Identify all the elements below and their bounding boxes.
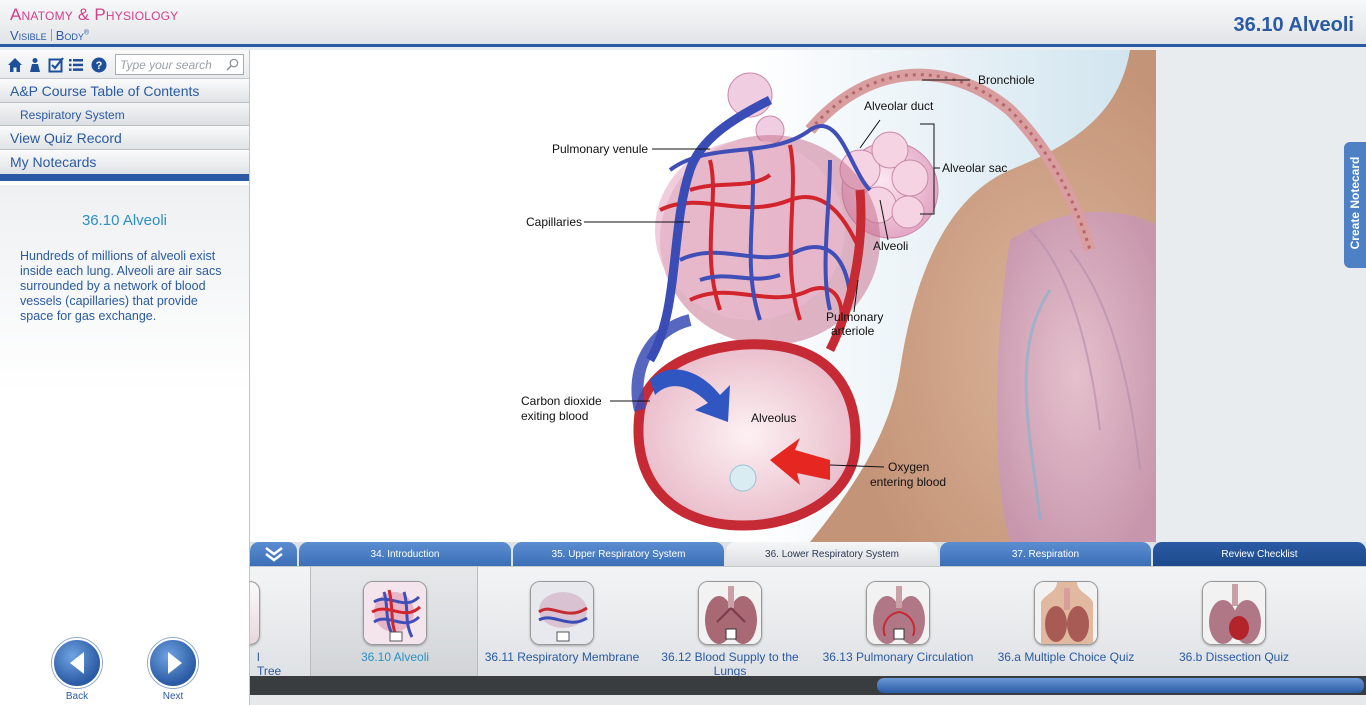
sidebar: ? Type your search A&P Course Table of C… [0, 50, 250, 705]
thumbnail-image [1202, 581, 1266, 645]
label-o2-1: Oxygen [888, 460, 929, 474]
search-placeholder: Type your search [120, 58, 212, 72]
svg-text:?: ? [96, 60, 103, 72]
label-pulmonary-arteriole-2: arteriole [831, 324, 875, 338]
sidebar-toolbar: ? Type your search [0, 50, 249, 79]
thumbnail-item[interactable]: 36.b Dissection Quiz [1150, 567, 1318, 677]
logo: Anatomy & Physiology [10, 5, 178, 25]
thumbnail-label: 36.11 Respiratory Membrane [484, 650, 640, 664]
thumbnail-image [1034, 581, 1098, 645]
tab-lower-respiratory[interactable]: 36. Lower Respiratory System [726, 542, 938, 566]
page-title: 36.10 Alveoli [1233, 14, 1354, 36]
thumbnail-image [363, 581, 427, 645]
home-icon[interactable] [7, 57, 23, 73]
logo-word-physiology: Physiology [94, 5, 179, 24]
person-icon[interactable] [27, 57, 43, 73]
thumbnail-image [250, 581, 260, 645]
thumbnail-item[interactable]: 36.a Multiple Choice Quiz [982, 567, 1150, 677]
app-header: Anatomy & Physiology Visible Body® 36.10 … [0, 0, 1366, 47]
next-button[interactable] [148, 638, 198, 688]
arrow-left-icon [70, 652, 84, 674]
back-label: Back [65, 691, 89, 702]
logo-word-anatomy: Anatomy [10, 5, 73, 24]
label-bronchiole: Bronchiole [978, 73, 1035, 87]
tab-upper-respiratory[interactable]: 35. Upper Respiratory System [513, 542, 724, 566]
thumbnail-item[interactable]: l Tree [250, 567, 310, 677]
thumbnail-strip: l Tree 36.10 Alveoli 36.11 Respiratory M… [250, 566, 1366, 678]
label-alveolar-sac: Alveolar sac [942, 161, 1007, 175]
thumbnail-scrollbar[interactable] [250, 676, 1366, 695]
back-button[interactable] [52, 638, 102, 688]
checkbox-icon[interactable] [48, 57, 64, 73]
thumbnail-image [530, 581, 594, 645]
thumbnail-item[interactable]: 36.11 Respiratory Membrane [478, 567, 646, 677]
help-icon[interactable]: ? [91, 57, 107, 73]
label-alveoli: Alveoli [873, 239, 908, 253]
bottom-padding [250, 695, 1366, 705]
thumbnail-item-selected[interactable]: 36.10 Alveoli [310, 567, 478, 677]
label-pulmonary-arteriole-1: Pulmonary [826, 310, 883, 324]
next-label: Next [162, 691, 184, 702]
collapse-toggle-button[interactable] [250, 542, 297, 566]
label-pulmonary-venule: Pulmonary venule [552, 142, 648, 156]
label-alveolus: Alveolus [751, 411, 796, 425]
nav-quiz-record[interactable]: View Quiz Record [0, 126, 249, 150]
search-input[interactable]: Type your search [115, 54, 244, 75]
tab-respiration[interactable]: 37. Respiration [940, 542, 1151, 566]
scrollbar-thumb[interactable] [877, 678, 1364, 693]
nav-notecards[interactable]: My Notecards [0, 150, 249, 174]
create-notecard-label: Create Notecard [1348, 156, 1362, 250]
label-co2-2: exiting blood [521, 409, 588, 423]
thumbnail-item[interactable]: 36.12 Blood Supply to the Lungs [646, 567, 814, 678]
description-text: Hundreds of millions of alveoli exist in… [20, 249, 222, 323]
nav-toc-respiratory[interactable]: Respiratory System [0, 103, 249, 126]
search-icon[interactable] [226, 58, 239, 71]
arrow-right-icon [168, 652, 182, 674]
logo-registered-mark: ® [83, 29, 90, 37]
thumbnail-image [866, 581, 930, 645]
list-icon[interactable] [68, 57, 84, 73]
thumbnail-label: 36.13 Pulmonary Circulation [822, 650, 974, 664]
thumbnail-label: 36.a Multiple Choice Quiz [997, 650, 1135, 664]
thumbnail-label: 36.12 Blood Supply to the Lungs [661, 650, 799, 678]
description-title: 36.10 Alveoli [81, 212, 168, 229]
thumbnail-label: l Tree [257, 650, 282, 677]
logo-subtitle: Visible Body® [10, 28, 89, 43]
label-alveolar-duct: Alveolar duct [864, 99, 934, 113]
alveoli-diagram: Bronchiole Alveolar duct Pulmonary venul… [250, 50, 1156, 542]
logo-word-visible: Visible [10, 28, 47, 43]
label-o2-2: entering blood [870, 475, 946, 489]
nav-toc[interactable]: A&P Course Table of Contents [0, 79, 249, 103]
description-panel: 36.10 Alveoli Hundreds of millions of al… [0, 185, 249, 705]
double-chevron-down-icon [265, 547, 283, 562]
thumbnail-item[interactable]: 36.13 Pulmonary Circulation [814, 567, 982, 677]
label-co2-1: Carbon dioxide [521, 394, 602, 408]
sidebar-divider [0, 174, 249, 181]
alveoli-illustration: Bronchiole Alveolar duct Pulmonary venul… [250, 50, 1156, 542]
thumbnail-label: 36.10 Alveoli [360, 650, 430, 664]
tab-introduction[interactable]: 34. Introduction [299, 542, 511, 566]
tab-review-checklist[interactable]: Review Checklist [1153, 542, 1366, 566]
label-capillaries: Capillaries [526, 215, 582, 229]
thumbnail-image [698, 581, 762, 645]
chapter-tabbar: 34. Introduction 35. Upper Respiratory S… [250, 542, 1366, 566]
logo-amp: & [72, 5, 95, 24]
create-notecard-button[interactable]: Create Notecard [1344, 142, 1366, 268]
thumbnail-label: 36.b Dissection Quiz [1178, 650, 1290, 664]
logo-word-body: Body [55, 28, 84, 43]
